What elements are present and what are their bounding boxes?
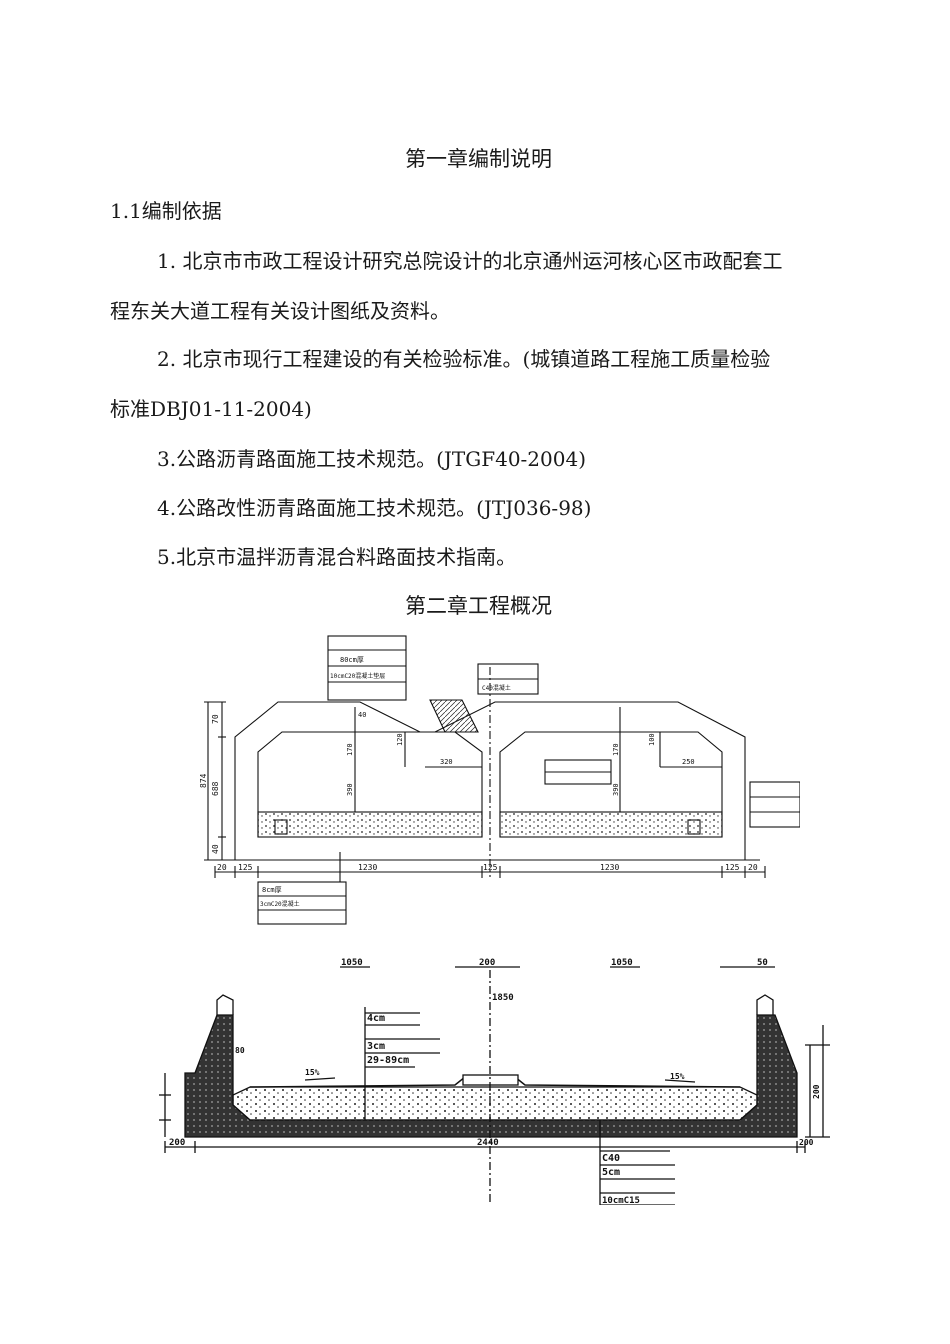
dim-left-3: 40 — [211, 844, 220, 854]
dim-inner-3: 40 — [358, 711, 366, 719]
drain-right — [687, 819, 701, 835]
dim-inner-6: 100 — [648, 733, 656, 746]
dim-bottom-6: 20 — [748, 863, 758, 872]
label-left-2: 29-89cm — [367, 1055, 409, 1066]
label-box-top-left — [327, 635, 407, 701]
dim-left-2: 70 — [211, 714, 220, 724]
section-heading: 1.1编制依据 — [110, 199, 222, 223]
item-3: 3.公路沥青路面施工技术规范。(JTGF40-2004) — [157, 447, 587, 471]
label-mid: 1850 — [492, 993, 514, 1003]
label-bottom-0: 8cm厚 — [262, 886, 282, 894]
label-bottom-1: 3cmC20混凝土 — [260, 900, 300, 908]
label-right-0: C40 — [602, 1153, 620, 1164]
gravel-bed-left — [257, 811, 483, 838]
dim-left-1: 688 — [211, 781, 220, 796]
dim-top-1: 200 — [479, 958, 495, 968]
left-post — [216, 994, 234, 1015]
item-4: 4.公路改性沥青路面施工技术规范。(JTJ036-98) — [157, 496, 592, 520]
dim-inner-2: 390 — [346, 783, 354, 796]
dim-top-3: 50 — [757, 958, 768, 968]
dim-side-0: 80 — [235, 1046, 245, 1055]
dim-inner-7: 170 — [612, 743, 620, 756]
dim-side-3: 15% — [670, 1072, 685, 1081]
dim-inner-4: 320 — [440, 758, 453, 766]
dim-side-1: 200 — [812, 1084, 821, 1099]
dim-bottom-2-0: 200 — [169, 1138, 185, 1148]
dim-bottom-2-2: 200 — [799, 1138, 814, 1147]
top-soil-fill — [429, 699, 479, 733]
channel-section-drawing: 1050 200 1050 50 200 2440 200 80 200 15%… — [159, 958, 830, 1205]
label-top-0: 80cm厚 — [340, 656, 364, 664]
item-2-line-1: 2. 北京市现行工程建设的有关检验标准。(城镇道路工程施工质量检验 — [157, 347, 771, 371]
item-5: 5.北京市温拌沥青混合料路面技术指南。 — [157, 545, 517, 569]
label-box-right — [749, 781, 800, 828]
box-culvert-drawing: 20 125 1230 125 1230 125 20 874 688 70 4… — [200, 635, 800, 925]
chapter1-title: 第一章编制说明 — [405, 147, 552, 171]
dim-inner-8: 390 — [612, 783, 620, 796]
dim-bottom-3: 125 — [483, 863, 498, 872]
label-top-1: 10cmC20混凝土垫层 — [330, 672, 385, 680]
dim-bottom-4: 1230 — [600, 863, 619, 872]
item-1-line-2: 程东关大道工程有关设计图纸及资料。 — [110, 299, 450, 323]
dim-inner-5: 250 — [682, 758, 695, 766]
label-right-2: 10cmC15 — [602, 1196, 640, 1205]
channel-concrete-shell — [184, 1014, 798, 1138]
right-post — [756, 994, 774, 1015]
item-2-line-2: 标准DBJ01-11-2004) — [110, 397, 312, 421]
label-right-1: 5cm — [602, 1167, 620, 1178]
chapter2-title: 第二章工程概况 — [405, 594, 552, 618]
dim-bottom-2: 1230 — [358, 863, 377, 872]
label-left-1: 3cm — [367, 1041, 385, 1052]
gravel-bed-right — [499, 811, 723, 838]
dim-bottom-0: 20 — [217, 863, 227, 872]
dim-bottom-2-1: 2440 — [477, 1138, 499, 1148]
channel-inner-fill — [232, 1086, 758, 1121]
dim-top-0: 1050 — [341, 958, 363, 968]
dim-inner-1: 120 — [396, 733, 404, 746]
dim-top-2: 1050 — [611, 958, 633, 968]
dim-left-0: 874 — [200, 773, 208, 788]
dim-bottom-1: 125 — [238, 863, 253, 872]
label-left-0: 4cm — [367, 1013, 385, 1024]
label-top-2: C40混凝土 — [482, 684, 511, 692]
label-box-bottom — [257, 881, 347, 925]
dim-side-2: 15% — [305, 1068, 320, 1077]
dim-bottom-5: 125 — [725, 863, 740, 872]
drain-left — [274, 819, 288, 835]
dim-inner-0: 170 — [346, 743, 354, 756]
item-1-line-1: 1. 北京市市政工程设计研究总院设计的北京通州运河核心区市政配套工 — [157, 249, 783, 273]
